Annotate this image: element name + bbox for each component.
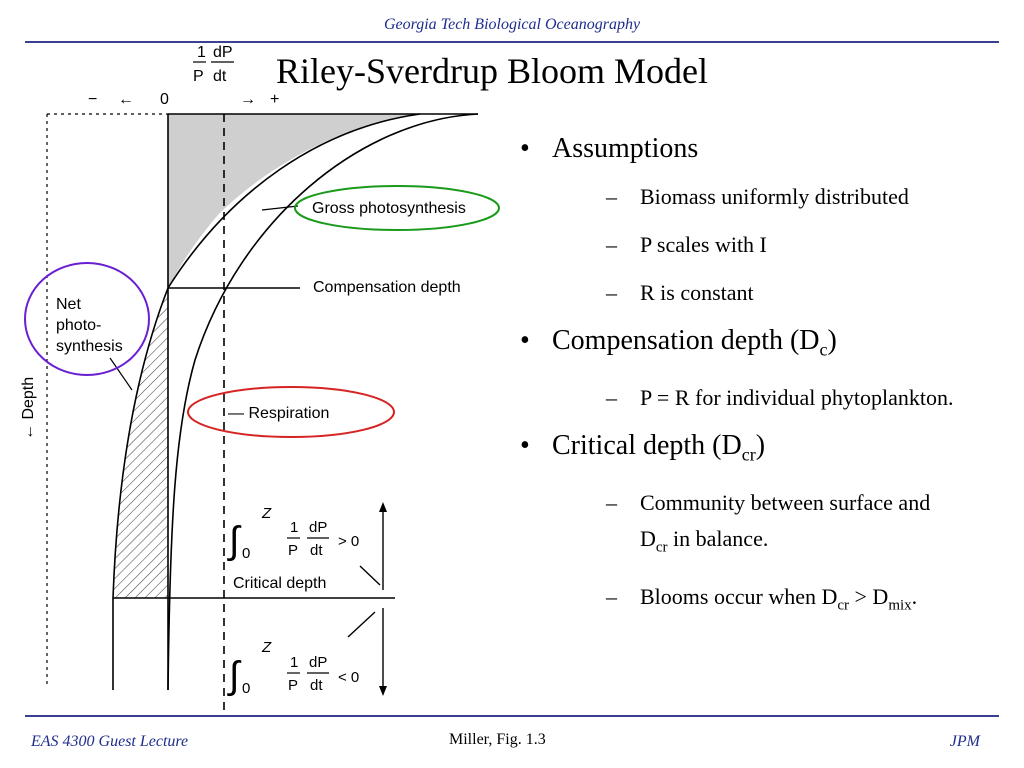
footer-left: EAS 4300 Guest Lecture (31, 733, 189, 750)
sub-bullet-text: . (911, 583, 918, 609)
subscript: c (819, 339, 828, 360)
bloom-model-figure: 1 P dP dt − ← 0 → + Compensation depth G… (20, 44, 500, 712)
integral-dt-top: dt (310, 542, 323, 559)
net-label-line2: photo- (56, 317, 101, 334)
integral-fracP-bottom: P (288, 677, 298, 694)
bullet-text: ) (755, 429, 766, 461)
bullet-list: Assumptions Biomass uniformly distribute… (510, 126, 1010, 622)
compensation-sublist: P = R for individual phytoplankton. (552, 381, 1010, 415)
integral-lower-limit-top: 0 (242, 545, 250, 562)
integral-sign-upper: ∫ (227, 520, 242, 562)
integral-dP-bottom: dP (309, 654, 327, 671)
net-label-line3: synthesis (56, 338, 123, 355)
integral-lt-zero: < 0 (338, 669, 359, 686)
gross-photosynthesis-curve (167, 113, 479, 691)
axis-minus: − (88, 91, 97, 108)
footer-center: Miller, Fig. 1.3 (449, 731, 546, 748)
integral-fracP-top: P (288, 542, 298, 559)
rate-fraction-bottom: P (193, 68, 204, 85)
footer-right: JPM (949, 733, 980, 750)
rate-fraction-top: 1 (197, 44, 206, 61)
sub-bullet-text: > D (849, 583, 889, 609)
respiration-oval (187, 386, 395, 438)
integral-upper-limit-bottom: Z (261, 639, 272, 656)
sub-bullet-text: Community between surface and (640, 490, 931, 516)
integral-sign-lower: ∫ (227, 655, 242, 697)
lower-arrowhead (379, 686, 387, 696)
sub-bullet: Biomass uniformly distributed (552, 180, 1010, 214)
net-oval (24, 262, 150, 376)
bullet-assumptions-text: Assumptions (552, 133, 699, 164)
subscript: mix (888, 596, 912, 613)
net-leader-line (109, 357, 133, 391)
sub-bullet: P scales with I (552, 228, 1010, 262)
subscript: cr (741, 444, 756, 465)
axis-plus: + (270, 91, 279, 108)
integral-gt-zero: > 0 (338, 533, 359, 550)
bullet-text: ) (827, 325, 837, 356)
upper-pointer-line (359, 565, 381, 586)
integral-dP-top: dP (309, 519, 327, 536)
header-text: Georgia Tech Biological Oceanography (383, 16, 641, 33)
gross-excess-area (168, 114, 420, 288)
compensation-depth-label: Compensation depth (313, 279, 461, 296)
respiration-label: — Respiration (228, 405, 329, 422)
critical-depth-label: Critical depth (233, 575, 326, 592)
bullet-text: Compensation depth (D (552, 325, 820, 356)
sub-bullet: P = R for individual phytoplankton. (552, 381, 1010, 415)
gross-photosynthesis-label: Gross photosynthesis (312, 200, 466, 217)
bottom-rule (25, 715, 999, 717)
assumptions-sublist: Biomass uniformly distributed P scales w… (552, 180, 1010, 310)
bullet-assumptions: Assumptions Biomass uniformly distribute… (510, 132, 1010, 310)
sub-bullet-text: D (640, 526, 656, 552)
bullet-compensation-depth: Compensation depth (Dc) P = R for indivi… (510, 324, 1010, 415)
sub-bullet-text: Blooms occur when D (640, 583, 838, 609)
gross-leader-line (261, 205, 299, 211)
subscript: cr (655, 539, 668, 556)
axis-zero: 0 (160, 91, 169, 108)
subscript: cr (837, 596, 850, 613)
gross-oval (294, 185, 500, 231)
axis-right-arrow: → (240, 91, 256, 108)
integral-upper-limit-top: Z (261, 505, 272, 522)
bullet-text: Critical depth (D (552, 429, 742, 461)
upper-arrowhead (379, 502, 387, 512)
sub-bullet: Blooms occur when Dcr > Dmix. (552, 580, 1010, 622)
net-deficit-area (113, 288, 168, 598)
bullet-critical-depth: Critical depth (Dcr) Community between s… (510, 429, 1010, 622)
axis-left-arrow: ← (118, 91, 134, 108)
rate-dt: dt (213, 68, 227, 85)
rate-dP: dP (213, 44, 233, 61)
top-rule (25, 41, 999, 43)
integral-dt-bottom: dt (310, 677, 323, 694)
integral-frac1-bottom: 1 (290, 654, 298, 671)
net-label-line1: Net (56, 296, 81, 313)
lower-pointer-line (347, 611, 376, 638)
sub-bullet-text: in balance. (667, 526, 769, 552)
integral-frac1-top: 1 (290, 519, 298, 536)
slide-title: Riley-Sverdrup Bloom Model (276, 51, 708, 91)
depth-axis-label: ← Depth (20, 377, 37, 440)
integral-lower-limit-bottom: 0 (242, 680, 250, 697)
sub-bullet: R is constant (552, 276, 1010, 310)
